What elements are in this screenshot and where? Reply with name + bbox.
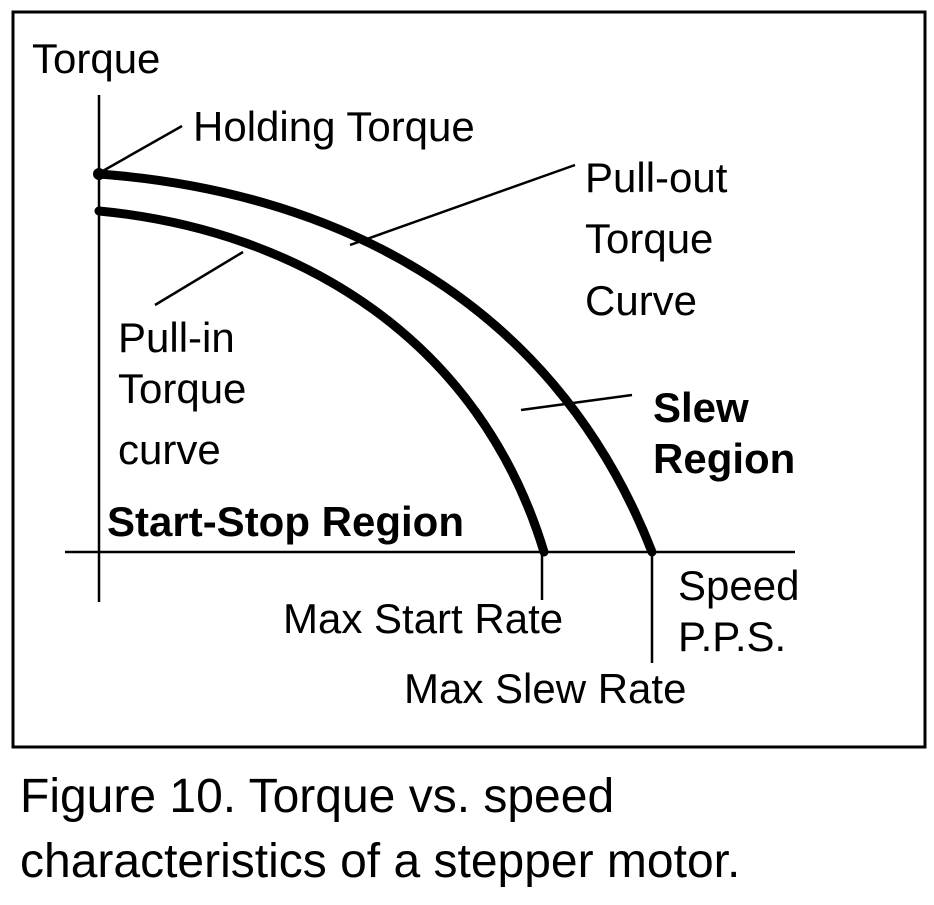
holding-torque-leader <box>100 124 183 174</box>
figure-caption-line-1: Figure 10. Torque vs. speed <box>20 770 614 823</box>
x-axis-label-line-2: P.P.S. <box>678 613 786 660</box>
holding-torque-label: Holding Torque <box>193 103 475 150</box>
pull-in-label-line-1: Pull-in <box>118 314 235 361</box>
start-stop-region-label: Start-Stop Region <box>107 498 464 545</box>
pull-out-label-line-1: Pull-out <box>585 154 728 201</box>
max-start-rate-label: Max Start Rate <box>283 595 563 642</box>
pull-in-label-line-3: curve <box>118 426 221 473</box>
pull-in-torque-curve <box>94 206 549 557</box>
pull-out-label-line-3: Curve <box>585 277 697 324</box>
figure-caption-line-2: characteristics of a stepper motor. <box>20 835 740 888</box>
slew-region-leader <box>520 393 633 412</box>
slew-region-label-line-2: Region <box>653 435 795 482</box>
slew-region-label-line-1: Slew <box>653 384 749 431</box>
pull-in-leader <box>154 250 244 307</box>
pull-out-torque-curve <box>94 169 657 557</box>
pull-in-label-line-2: Torque <box>118 365 246 412</box>
pull-out-leader <box>349 163 576 247</box>
x-axis-label-line-1: Speed <box>678 562 799 609</box>
y-axis-label: Torque <box>32 35 160 82</box>
max-slew-rate-label: Max Slew Rate <box>404 665 686 712</box>
pull-out-label-line-2: Torque <box>585 215 713 262</box>
diagram-frame <box>11 10 927 749</box>
